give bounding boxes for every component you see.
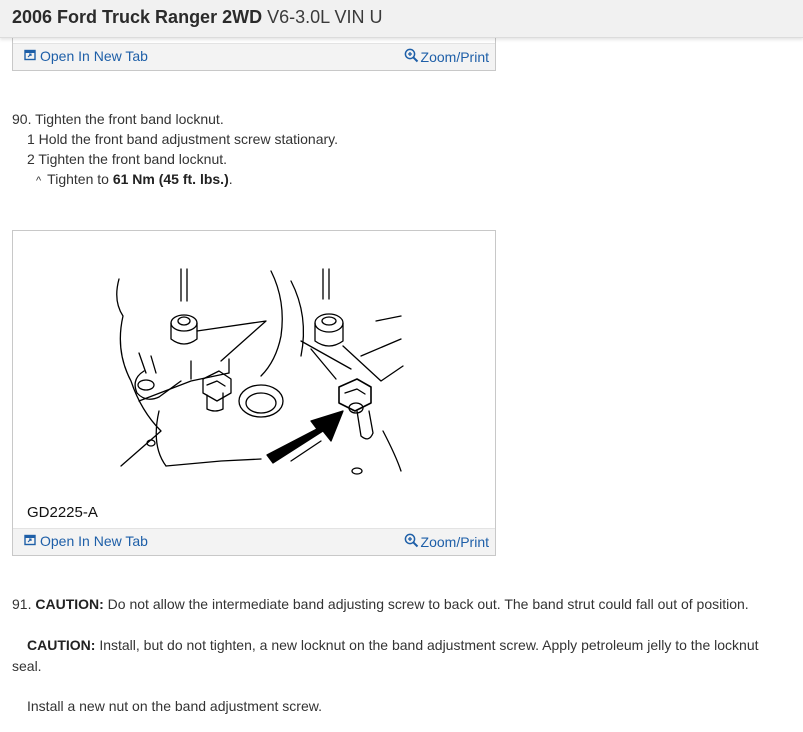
- step-91-caution-2-cont: seal.: [12, 658, 42, 674]
- step-91-caution-1: 91. CAUTION: Do not allow the intermedia…: [12, 595, 749, 613]
- caution-2-text: Install, but do not tighten, a new lockn…: [95, 637, 759, 653]
- engine-subtitle: V6-3.0L VIN U: [267, 7, 383, 27]
- vehicle-title: 2006 Ford Truck Ranger 2WD: [12, 7, 263, 27]
- open-in-new-tab-label: Open In New Tab: [40, 533, 148, 549]
- figure-toolbar: Open In New Tab Zoom/Print: [13, 43, 495, 70]
- step-90-title: 90. Tighten the front band locknut.: [12, 111, 224, 127]
- magnifier-plus-icon: [404, 48, 419, 66]
- step-90-torque-spec: ^ Tighten to 61 Nm (45 ft. lbs.).: [36, 170, 233, 190]
- caution-1-text: Do not allow the intermediate band adjus…: [103, 596, 749, 612]
- zoom-print-link[interactable]: Zoom/Print: [404, 48, 489, 66]
- tighten-suffix: .: [228, 171, 233, 187]
- tighten-prefix: Tighten to: [47, 171, 113, 187]
- torque-value: 61 Nm (45 ft. lbs.): [112, 171, 229, 187]
- band-locknut-illustration: [116, 268, 404, 475]
- magnifier-plus-icon: [404, 533, 419, 551]
- zoom-print-link[interactable]: Zoom/Print: [404, 533, 489, 551]
- figure-box: GD2225-A Open In New Tab Zoom/Print: [12, 230, 496, 556]
- step-90-substep-2: 2 Tighten the front band locknut.: [27, 151, 228, 167]
- open-in-new-tab-link[interactable]: Open In New Tab: [24, 48, 148, 64]
- step-90-substep-1: 1 Hold the front band adjustment screw s…: [27, 131, 339, 147]
- step-91-number: 91.: [12, 596, 36, 612]
- figure-label: GD2225-A: [27, 504, 98, 521]
- step-91-install: Install a new nut on the band adjustment…: [27, 698, 322, 714]
- caution-label: CAUTION:: [27, 637, 96, 653]
- caution-label: CAUTION:: [35, 596, 104, 612]
- open-in-new-tab-label: Open In New Tab: [40, 48, 148, 64]
- bullet-mark: ^: [36, 175, 42, 187]
- external-window-icon: [24, 533, 36, 549]
- open-in-new-tab-link[interactable]: Open In New Tab: [24, 533, 148, 549]
- step-91-caution-2: CAUTION: Install, but do not tighten, a …: [27, 636, 759, 654]
- page-title: 2006 Ford Truck Ranger 2WD V6-3.0L VIN U: [12, 7, 382, 28]
- zoom-print-label: Zoom/Print: [420, 534, 489, 550]
- external-window-icon: [24, 48, 36, 64]
- page-header: 2006 Ford Truck Ranger 2WD V6-3.0L VIN U: [0, 0, 803, 38]
- figure-toolbar: Open In New Tab Zoom/Print: [13, 528, 495, 555]
- zoom-print-label: Zoom/Print: [420, 49, 489, 65]
